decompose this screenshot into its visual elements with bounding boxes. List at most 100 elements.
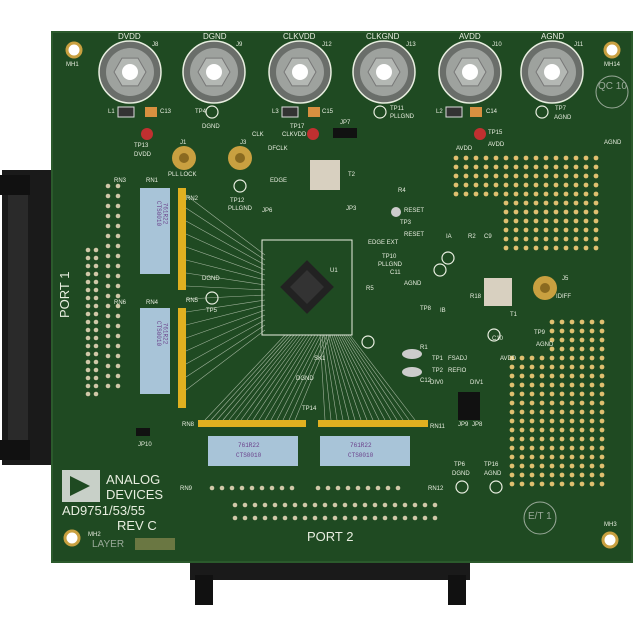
rn-part-number: 761R22 <box>350 442 372 449</box>
qc-stamp-ring <box>595 75 629 109</box>
silkscreen-label-dgnd4: DGND <box>296 376 314 382</box>
mount-holes <box>63 41 621 549</box>
silkscreen-label-jp7: JP7 <box>340 120 351 126</box>
power-jack[interactable] <box>182 40 246 104</box>
silkscreen-label-tp10: TP10 <box>382 254 397 260</box>
silkscreen-label-jp8: JP8 <box>472 422 483 428</box>
silkscreen-label-dgnd5: DGND <box>452 471 470 477</box>
header-strips <box>178 188 428 427</box>
rn-part-number: CTS0010 <box>236 452 262 459</box>
silkscreen-label-avdd4: AVDD <box>500 356 517 362</box>
silkscreen-label-rn12: RN12 <box>428 486 444 492</box>
silkscreen-label-dfclk: DFCLK <box>268 146 288 152</box>
silkscreen-label-clkvdd2: CLKVDD <box>282 132 307 138</box>
pin-headers <box>85 183 438 521</box>
et-stamp-ring <box>523 501 557 535</box>
silkscreen-label-tp5: TP5 <box>206 308 218 314</box>
silkscreen-label-u1: U1 <box>330 268 338 274</box>
jack-label: CLKVDD <box>283 32 316 41</box>
silkscreen-label-agnd5: AGND <box>484 471 502 477</box>
test-point[interactable] <box>441 251 455 265</box>
silkscreen-label-dgnd3: DGND <box>202 276 220 282</box>
silkscreen-label-edge: EDGE <box>270 178 288 184</box>
silkscreen-label-c14: C14 <box>486 109 498 115</box>
jack-label: DGND <box>203 32 227 41</box>
board-model: AD9751/53/55 <box>62 503 146 518</box>
silkscreen-label-div0: DIV0 <box>430 380 444 386</box>
silkscreen-label-avdd3: AVDD <box>456 146 473 152</box>
silkscreen-label-pll-lock: PLL LOCK <box>168 172 197 178</box>
silkscreen-label-avdd2: AVDD <box>488 142 505 148</box>
mount-hole-label: MH14 <box>604 62 621 68</box>
test-point[interactable] <box>433 263 447 277</box>
silkscreen-label-jp10: JP10 <box>138 442 152 448</box>
test-point[interactable] <box>487 328 501 342</box>
silkscreen-label-refio: REFIO <box>448 368 467 374</box>
resistor-network-bodies <box>140 188 410 466</box>
jack-ref: J10 <box>492 42 502 48</box>
sma-connectors <box>172 146 557 300</box>
silkscreen-label-j3: J3 <box>240 140 247 146</box>
mount-hole-label: MH1 <box>66 62 79 68</box>
silkscreen-label-c15: C15 <box>322 109 334 115</box>
silkscreen-label-dgnd1: DGND <box>202 124 220 130</box>
port1-label: PORT 1 <box>57 271 72 318</box>
silkscreen-label-sk1: SK1 <box>314 356 326 362</box>
rn-part-number: 761R22 <box>238 442 260 449</box>
power-jack[interactable] <box>268 40 332 104</box>
test-point[interactable] <box>205 291 219 305</box>
mount-hole-label: MH3 <box>604 522 617 528</box>
power-jack[interactable] <box>520 40 584 104</box>
jack-ref: J9 <box>236 42 243 48</box>
silkscreen-label-jp6: JP6 <box>262 208 273 214</box>
silkscreen-label-r4: R4 <box>398 188 406 194</box>
jack-label: DVDD <box>118 32 141 41</box>
silkscreen-label-rn8: RN8 <box>182 422 195 428</box>
silkscreen-label-tp11: TP11 <box>390 106 404 112</box>
silkscreen-label-rn4: RN4 <box>146 300 159 306</box>
analog-devices-logo <box>62 470 100 502</box>
power-jack[interactable] <box>438 40 502 104</box>
silkscreen-label-agnd-top: AGND <box>604 140 622 146</box>
jack-label: AVDD <box>459 32 481 41</box>
silkscreen-label-rn11: RN11 <box>430 424 445 430</box>
silkscreen-label-rn6: RN6 <box>114 300 127 306</box>
jack-ref: J12 <box>322 42 332 48</box>
silkscreen-label-c10: C10 <box>492 336 504 342</box>
silkscreen-label-c13: C13 <box>160 109 172 115</box>
silkscreen-label-tp17: TP17 <box>290 124 305 130</box>
silkscreen-label-l1: L1 <box>108 109 115 115</box>
silkscreen-label-clk: CLK <box>252 132 264 138</box>
test-point[interactable] <box>373 105 387 119</box>
test-point[interactable] <box>361 335 375 349</box>
port1-connector <box>0 170 58 465</box>
silkscreen-label-rn5: RN5 <box>186 298 199 304</box>
test-point[interactable] <box>233 179 247 193</box>
test-point[interactable] <box>489 480 503 494</box>
test-point[interactable] <box>455 480 469 494</box>
test-point[interactable] <box>205 105 219 119</box>
power-jack[interactable] <box>98 40 162 104</box>
silkscreen-label-idiff: IDIFF <box>556 294 571 300</box>
silkscreen-label-tp4: TP4 <box>195 109 207 115</box>
traces <box>185 194 416 421</box>
qc-stamp: QC 10 <box>598 81 627 92</box>
silkscreen-label-agnd4: AGND <box>536 342 554 348</box>
silkscreen-label-l2: L2 <box>436 109 443 115</box>
silkscreen-label-j5: J5 <box>562 276 569 282</box>
layer-label: LAYER <box>92 539 125 550</box>
silkscreen-label-tp1: TP1 <box>432 356 444 362</box>
test-point[interactable] <box>535 105 549 119</box>
silkscreen-label-edge-ext: EDGE EXT <box>368 240 399 246</box>
silkscreen-label-fsadj: FSADJ <box>448 356 468 362</box>
silkscreen-label-tp8: TP8 <box>420 306 432 312</box>
silkscreen-label-c9: C9 <box>484 234 492 240</box>
jack-label: AGND <box>541 32 565 41</box>
power-jack[interactable] <box>352 40 416 104</box>
brand-line2: DEVICES <box>106 487 164 502</box>
silkscreen-label-rn2: RN2 <box>186 196 199 202</box>
silkscreen-label-pllgnd1: PLLGND <box>390 114 415 120</box>
test-points <box>205 105 549 494</box>
